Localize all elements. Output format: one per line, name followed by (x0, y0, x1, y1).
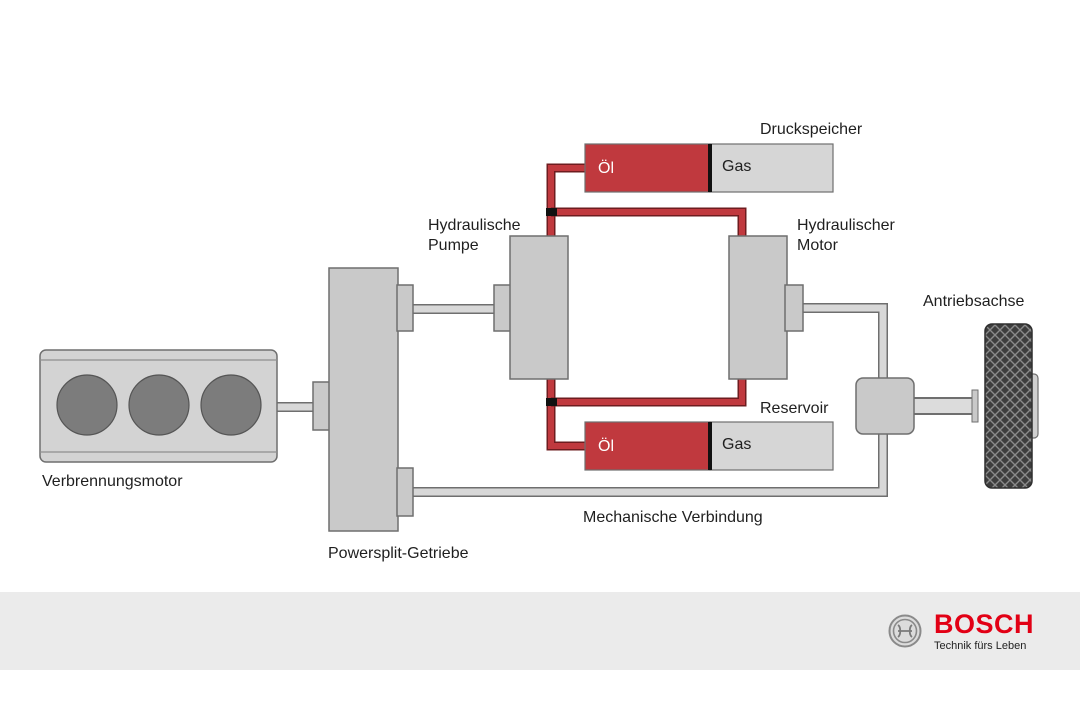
mechanical-connections (275, 303, 976, 497)
brand-name: BOSCH (933, 609, 1034, 639)
label-hydraulic-pump-line2: Pumpe (428, 237, 479, 254)
powersplit-gearbox (312, 267, 414, 532)
label-hydraulic-motor-line1: Hydraulischer (797, 217, 895, 234)
engine-cylinder (56, 374, 118, 436)
label-powersplit-gearbox: Powersplit-Getriebe (328, 545, 469, 562)
drive-axle-wheel (971, 323, 1039, 489)
label-drive-axle: Antriebsachse (923, 293, 1024, 310)
label-hydraulic-motor-line2: Motor (797, 237, 839, 254)
combustion-engine (39, 349, 278, 463)
label-hydraulic-pump-line1: Hydraulische (428, 217, 521, 234)
footer-bar: BOSCH Technik fürs Leben (0, 592, 1080, 670)
hydraulic-lines (546, 163, 747, 451)
accumulator-gas-label: Gas (722, 158, 751, 175)
armature-emblem-icon (888, 614, 922, 648)
brand-logo: BOSCH Technik fürs Leben (888, 606, 1034, 656)
label-pressure-accumulator: Druckspeicher (760, 121, 863, 138)
hybrid-drive-diagram: Öl Gas Öl Gas Verbrennungsmotor Powerspl… (39, 121, 1039, 562)
engine-cylinder (128, 374, 190, 436)
hydraulic-pump (493, 235, 569, 380)
accumulator-tank: Öl Gas (584, 143, 834, 193)
reservoir-tank: Öl Gas (584, 421, 834, 471)
differential (855, 377, 915, 435)
brand-text: BOSCH Technik fürs Leben (934, 610, 1034, 652)
accumulator-oil-label: Öl (598, 159, 614, 177)
label-reservoir: Reservoir (760, 400, 829, 417)
label-combustion-engine: Verbrennungsmotor (42, 473, 183, 490)
reservoir-gas-label: Gas (722, 436, 751, 453)
engine-cylinder (200, 374, 262, 436)
hydraulic-motor (728, 235, 804, 380)
reservoir-oil-label: Öl (598, 437, 614, 455)
brand-tagline: Technik fürs Leben (933, 640, 1027, 652)
label-mechanical-connection: Mechanische Verbindung (583, 509, 763, 526)
